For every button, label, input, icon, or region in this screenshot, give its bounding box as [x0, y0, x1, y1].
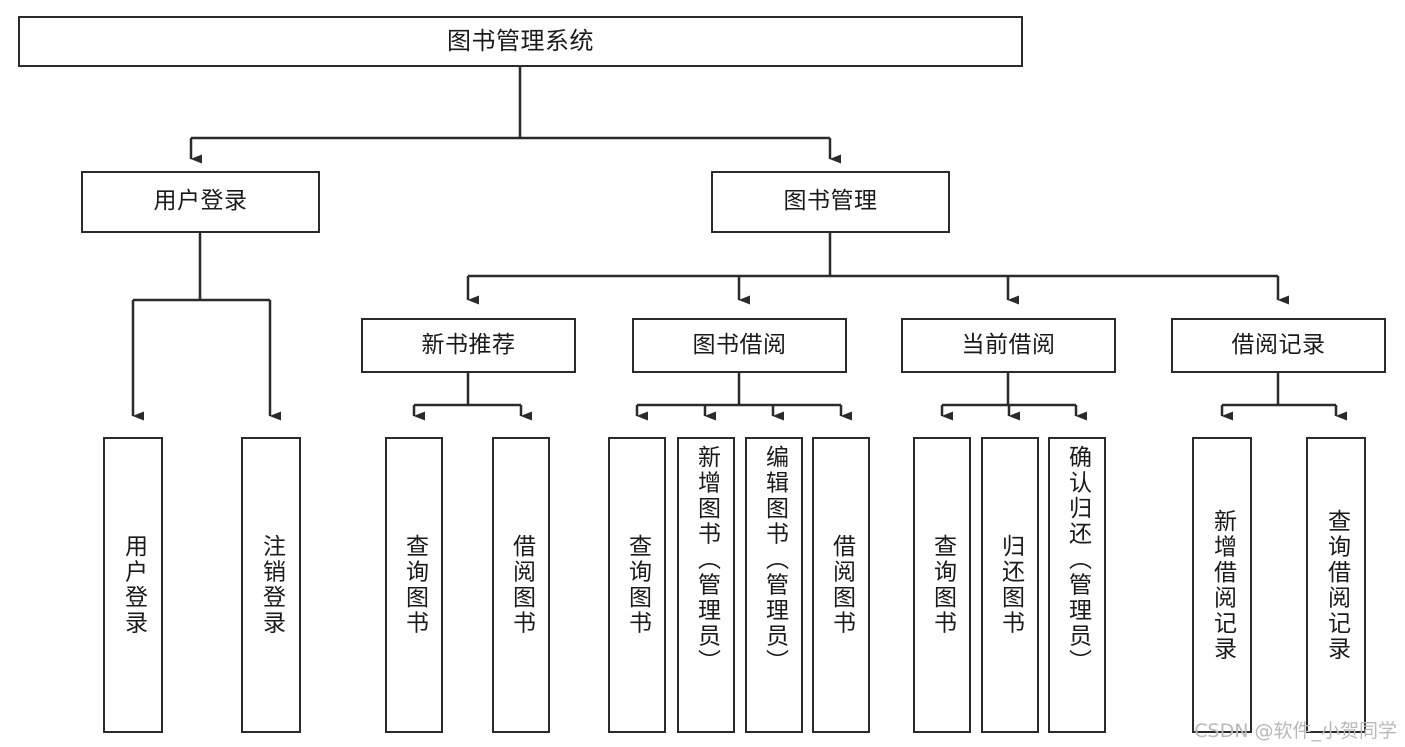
node-label: 查询借阅记录 [1323, 508, 1350, 662]
node-label: 新增图书（管理员） [693, 445, 720, 675]
node-label: 图书借阅 [692, 331, 787, 358]
leaf-edit-book-admin[interactable]: 编辑图书（管理员） [745, 437, 803, 733]
node-label: 查询图书 [929, 534, 956, 636]
node-label: 图书管理 [783, 188, 878, 215]
node-new-book-recommend[interactable]: 新书推荐 [361, 318, 576, 373]
node-label: 用户登录 [120, 534, 147, 636]
csdn-watermark: CSDN @软件_小贺同学 [1194, 720, 1397, 742]
node-label: 查询图书 [401, 534, 428, 636]
node-label: 借阅图书 [828, 534, 855, 636]
leaf-add-borrow-record[interactable]: 新增借阅记录 [1192, 437, 1252, 733]
leaf-query-book-borrow[interactable]: 查询图书 [608, 437, 666, 733]
leaf-query-book-current[interactable]: 查询图书 [913, 437, 971, 733]
node-label: 借阅图书 [508, 534, 535, 636]
node-label: 新增借阅记录 [1209, 508, 1236, 662]
node-current-borrow[interactable]: 当前借阅 [901, 318, 1116, 373]
node-label: 确认归还（管理员） [1064, 445, 1091, 675]
node-label: 查询图书 [624, 534, 651, 636]
node-label: 注销登录 [258, 534, 285, 636]
node-label: 新书推荐 [421, 331, 516, 358]
node-borrow-record[interactable]: 借阅记录 [1171, 318, 1386, 373]
node-label: 当前借阅 [961, 331, 1056, 358]
leaf-logout[interactable]: 注销登录 [241, 437, 301, 733]
leaf-confirm-return-admin[interactable]: 确认归还（管理员） [1048, 437, 1106, 733]
node-book-borrow[interactable]: 图书借阅 [632, 318, 847, 373]
node-label: 图书管理系统 [447, 27, 594, 56]
leaf-add-book-admin[interactable]: 新增图书（管理员） [677, 437, 735, 733]
leaf-user-login[interactable]: 用户登录 [103, 437, 163, 733]
leaf-borrow-book-new[interactable]: 借阅图书 [492, 437, 550, 733]
leaf-borrow-book[interactable]: 借阅图书 [812, 437, 870, 733]
node-label: 用户登录 [153, 188, 248, 215]
node-root-system[interactable]: 图书管理系统 [18, 16, 1023, 67]
node-label: 借阅记录 [1231, 331, 1326, 358]
node-book-management[interactable]: 图书管理 [711, 171, 950, 233]
node-label: 归还图书 [997, 534, 1024, 636]
leaf-query-book-new[interactable]: 查询图书 [385, 437, 443, 733]
leaf-return-book[interactable]: 归还图书 [981, 437, 1039, 733]
node-user-login[interactable]: 用户登录 [81, 171, 320, 233]
node-label: 编辑图书（管理员） [761, 445, 788, 675]
leaf-query-borrow-record[interactable]: 查询借阅记录 [1306, 437, 1366, 733]
